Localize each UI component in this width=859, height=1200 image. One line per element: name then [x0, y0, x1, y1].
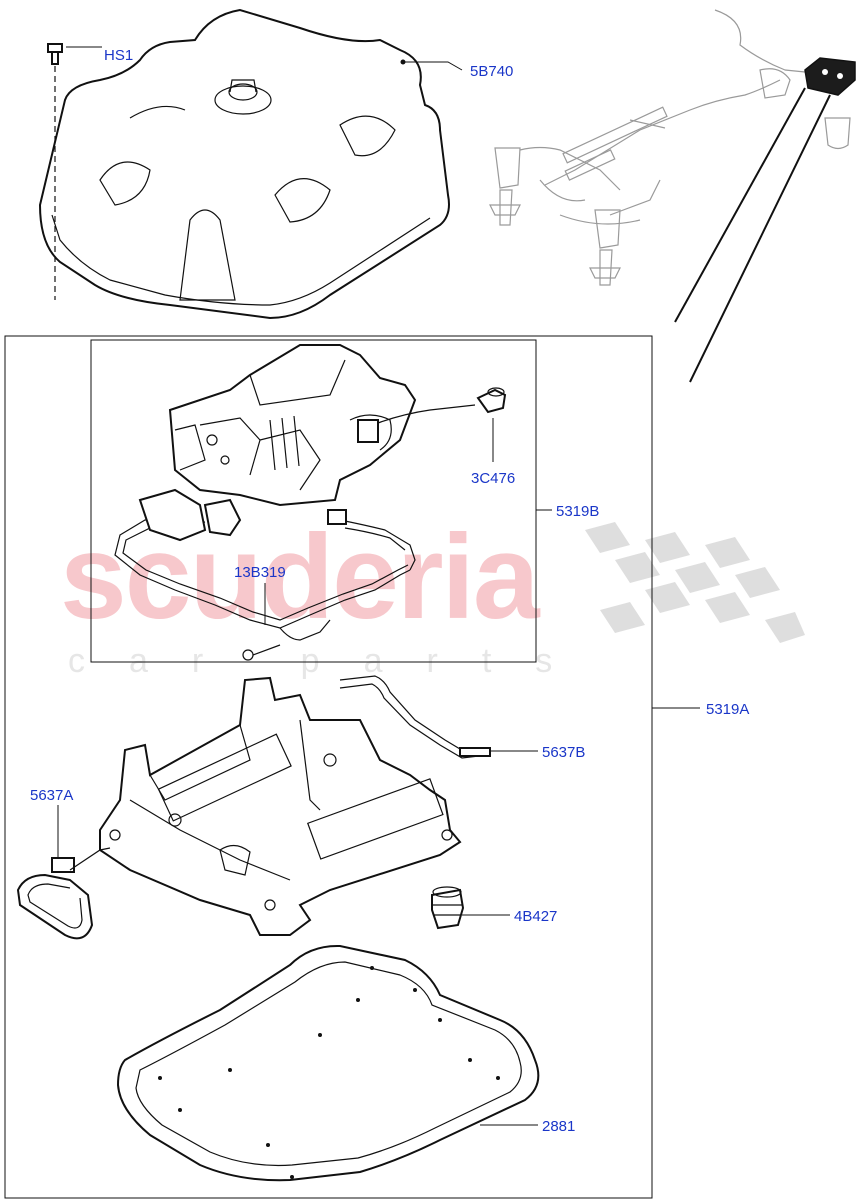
- label-hs1: HS1: [104, 47, 133, 64]
- screw-hs1: [47, 43, 63, 300]
- checkered-flag-icon: [585, 522, 805, 643]
- suspension-overview: [489, 9, 856, 383]
- pipe-5637b: [339, 675, 491, 759]
- watermark: scuderia car parts: [60, 510, 805, 680]
- assembly-frame-5319a: [4, 335, 653, 1199]
- watermark-sub: car parts: [68, 642, 596, 680]
- label-5637b: 5637B: [542, 744, 585, 761]
- label-4b427: 4B427: [514, 908, 557, 925]
- label-5637a: 5637A: [30, 787, 73, 804]
- undertray-2881: [116, 944, 540, 1182]
- label-5b740: 5B740: [470, 63, 513, 80]
- watermark-brand: scuderia: [60, 510, 541, 644]
- compressor-carrier: [99, 675, 491, 936]
- label-5319a: 5319A: [706, 701, 749, 718]
- part-labels: HS1 5B740 3C476 5319B 13B319 5319A 5637B…: [30, 47, 749, 1135]
- vent-cap-3c476: [476, 387, 507, 414]
- compressor-highlight-icon: [804, 57, 856, 96]
- label-13b319: 13B319: [234, 564, 286, 581]
- harness-13b319: [114, 488, 416, 661]
- compressor-unit-5319b: [114, 344, 507, 661]
- leader-lines: [57, 46, 700, 1126]
- rubber-mount-4b427: [431, 886, 465, 930]
- hose-5637a: [16, 847, 111, 940]
- label-2881: 2881: [542, 1118, 575, 1135]
- compressor-cover-5b740: [38, 8, 450, 320]
- assembly-frame-5319b: [90, 339, 537, 663]
- label-3c476: 3C476: [471, 470, 515, 487]
- label-5319b: 5319B: [556, 503, 599, 520]
